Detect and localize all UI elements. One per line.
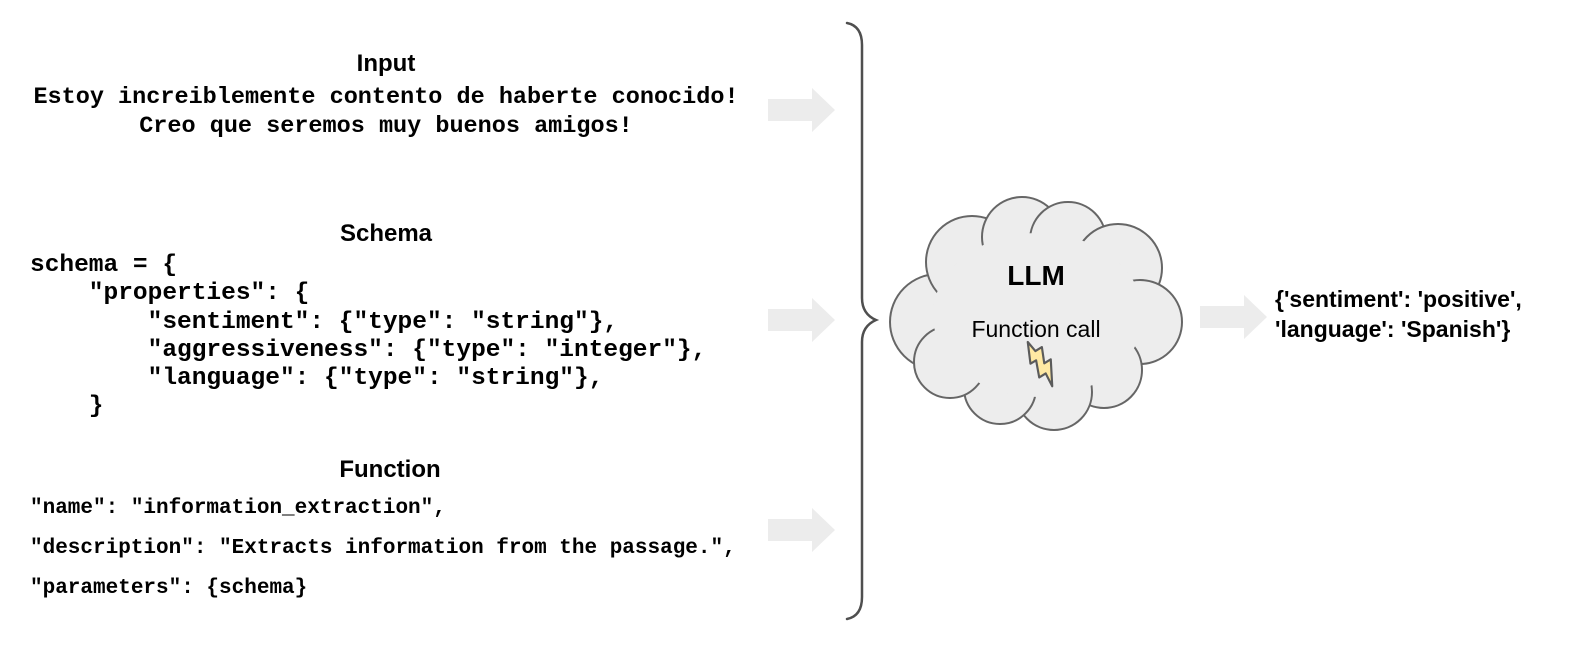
input-arrow-icon	[768, 88, 835, 132]
llm-cloud-subtitle: Function call	[971, 316, 1101, 342]
llm-cloud-title: LLM	[1007, 260, 1065, 291]
curly-brace	[845, 21, 880, 621]
schema-arrow-icon	[768, 298, 835, 342]
function-heading: Function	[339, 456, 441, 483]
output-result-text: {'sentiment': 'positive', 'language': 'S…	[1275, 286, 1522, 342]
schema-code: schema = { "properties": { "sentiment": …	[30, 252, 707, 421]
llm-cloud	[889, 196, 1183, 431]
lightning-bolt-icon	[1026, 340, 1054, 388]
schema-heading: Schema	[339, 220, 433, 247]
output-arrow-icon	[1200, 295, 1267, 339]
function-arrow-icon	[768, 508, 835, 552]
function-code: "name": "information_extraction", "descr…	[30, 497, 736, 600]
input-heading: Input	[356, 50, 416, 77]
input-text: Estoy increiblemente contento de haberte…	[33, 84, 739, 140]
